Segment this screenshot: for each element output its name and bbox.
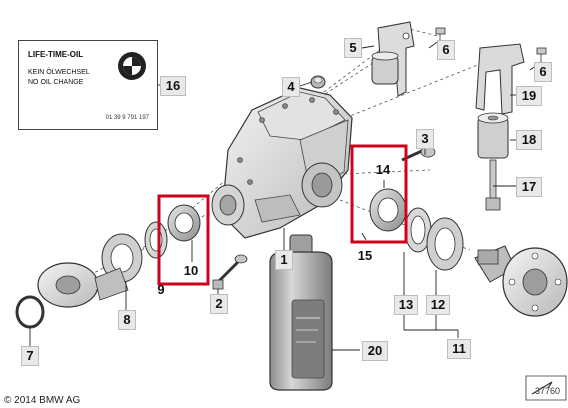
- label-title: LIFE-TIME-OIL: [28, 50, 84, 59]
- leader-lines: [29, 39, 542, 351]
- callout-8[interactable]: 8: [118, 310, 136, 330]
- callout-3[interactable]: 3: [416, 129, 434, 149]
- highlight-frame-part-14: [350, 144, 408, 244]
- callout-17[interactable]: 17: [516, 177, 542, 197]
- bmw-logo-icon: [118, 52, 146, 80]
- part-14-seal: [369, 188, 407, 232]
- callout-1[interactable]: 1: [275, 250, 293, 270]
- callout-12[interactable]: 12: [426, 295, 450, 315]
- callout-11[interactable]: 11: [447, 339, 471, 359]
- callout-2[interactable]: 2: [210, 294, 228, 314]
- oil-label-card: LIFE-TIME-OIL KEIN ÖLWECHSEL NO OIL CHAN…: [18, 40, 158, 130]
- callout-5[interactable]: 5: [344, 38, 362, 58]
- part-6-bolts: [435, 27, 547, 64]
- callout-6-top[interactable]: 6: [437, 40, 455, 60]
- highlight-frame-part-10: [157, 194, 210, 286]
- callout-18[interactable]: 18: [516, 130, 542, 150]
- part-20-oil-bottle: [269, 234, 333, 391]
- copyright-text: © 2014 BMW AG: [4, 395, 81, 406]
- callout-16[interactable]: 16: [160, 76, 186, 96]
- part-4-nut: [310, 75, 326, 89]
- part-10-seal: [167, 204, 201, 242]
- callout-7[interactable]: 7: [21, 346, 39, 366]
- label-part-code: 01 39 9 791 197: [105, 115, 149, 121]
- label-line-de: KEIN ÖLWECHSEL: [28, 69, 90, 76]
- callout-19[interactable]: 19: [516, 86, 542, 106]
- part-17-bolt: [485, 159, 501, 211]
- callout-4[interactable]: 4: [282, 77, 300, 97]
- part-7-snap-ring: [15, 295, 45, 329]
- diagram-corner-mark: [525, 375, 567, 401]
- part-9-ring: [144, 221, 168, 259]
- label-14[interactable]: 14: [375, 162, 391, 177]
- label-15[interactable]: 15: [357, 248, 373, 263]
- part-5-bracket: [371, 21, 415, 97]
- part-11-output-flange: [474, 245, 568, 317]
- part-2-bolt: [212, 254, 248, 290]
- callout-13[interactable]: 13: [394, 295, 418, 315]
- diagram-number: 37760: [535, 386, 561, 396]
- label-9[interactable]: 9: [157, 282, 165, 297]
- callout-6-right[interactable]: 6: [534, 62, 552, 82]
- label-10[interactable]: 10: [183, 263, 199, 278]
- part-12-disc: [426, 217, 464, 271]
- part-18-mount: [477, 112, 509, 159]
- callout-20[interactable]: 20: [362, 341, 388, 361]
- differential-housing: [211, 87, 353, 239]
- left-flange: [37, 262, 129, 308]
- label-line-en: NO OIL CHANGE: [28, 79, 84, 86]
